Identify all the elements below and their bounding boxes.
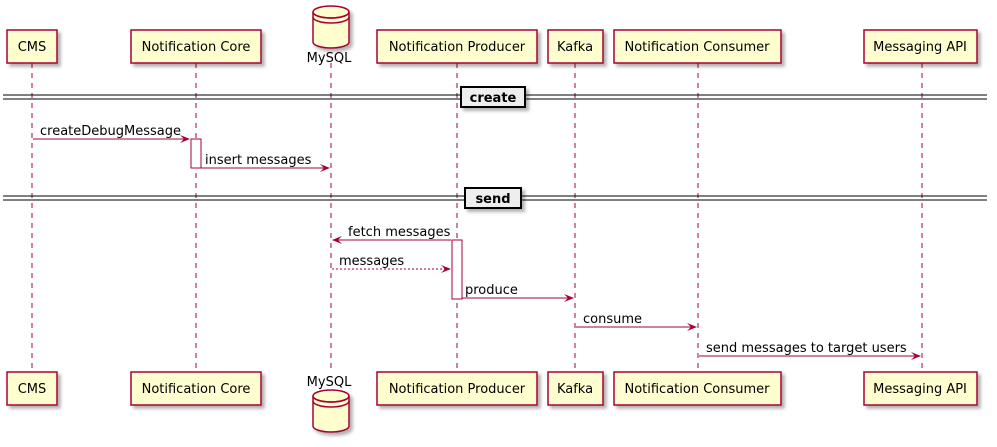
participant-mysql-bottom: MySQL — [307, 375, 352, 433]
participant-label: Messaging API — [873, 382, 967, 397]
participant-label: Notification Core — [142, 40, 251, 55]
message-label: send messages to target users — [706, 341, 907, 356]
participant-label: Notification Producer — [389, 382, 526, 397]
participant-label: Kafka — [557, 382, 593, 397]
activation-bar-notification-core — [190, 138, 202, 169]
message-fetch-messages: fetch messages — [332, 225, 451, 244]
message-consume: consume — [576, 312, 697, 331]
lifelines — [31, 63, 923, 372]
divider-create: create — [3, 86, 987, 108]
message-create-debug-message: createDebugMessage — [33, 124, 190, 143]
participant-label: CMS — [18, 40, 47, 55]
message-label: produce — [465, 283, 518, 298]
participant-notification-producer-top: Notification Producer — [376, 29, 538, 64]
message-label: messages — [339, 254, 404, 269]
message-produce: produce — [462, 283, 574, 302]
participant-cms-bottom: CMS — [6, 371, 58, 406]
participant-label: MySQL — [307, 51, 352, 66]
participant-notification-producer-bottom: Notification Producer — [376, 371, 538, 406]
participant-label: Notification Producer — [389, 40, 526, 55]
divider-label: send — [475, 192, 510, 207]
participant-cms-top: CMS — [6, 29, 58, 64]
participant-label: Notification Consumer — [624, 40, 770, 55]
divider-label: create — [470, 91, 517, 106]
divider-send: send — [3, 187, 987, 209]
participant-messaging-api-top: Messaging API — [863, 29, 978, 64]
participant-kafka-bottom: Kafka — [547, 371, 604, 406]
participant-messaging-api-bottom: Messaging API — [863, 371, 978, 406]
database-icon — [312, 389, 350, 433]
message-send-to-target-users: send messages to target users — [699, 341, 921, 360]
participant-label: MySQL — [307, 375, 352, 390]
participant-notification-core-bottom: Notification Core — [130, 371, 262, 406]
participant-label: Kafka — [557, 40, 593, 55]
participant-label: Messaging API — [873, 40, 967, 55]
participant-notification-consumer-top: Notification Consumer — [613, 29, 782, 64]
message-label: createDebugMessage — [40, 124, 181, 139]
activation-bar-notification-producer — [451, 239, 463, 300]
participant-label: Notification Consumer — [624, 382, 770, 397]
participant-notification-consumer-bottom: Notification Consumer — [613, 371, 782, 406]
database-icon — [312, 5, 350, 49]
message-insert-messages: insert messages — [201, 153, 330, 172]
participant-label: Notification Core — [142, 382, 251, 397]
participant-kafka-top: Kafka — [547, 29, 604, 64]
message-label: insert messages — [205, 153, 312, 168]
message-messages-return: messages — [332, 254, 451, 273]
participant-label: CMS — [18, 382, 47, 397]
message-label: fetch messages — [348, 225, 451, 240]
participant-mysql-top: MySQL — [307, 5, 352, 66]
message-label: consume — [583, 312, 642, 327]
participant-notification-core-top: Notification Core — [130, 29, 262, 64]
